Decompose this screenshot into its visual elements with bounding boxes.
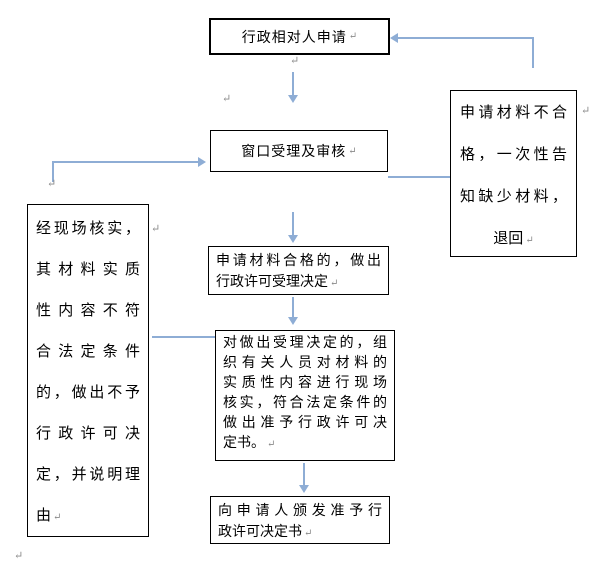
box-line: 申请材料合格的，做出 [216, 254, 381, 269]
box-return-materials: 申请材料不合 格，一次性告 知缺少材料， 退回↵ [450, 90, 577, 257]
arrow-stem [292, 212, 294, 237]
box-label: 行政相对人申请 [241, 30, 347, 46]
box-window-review: 窗口受理及审核↵ [210, 130, 388, 172]
box-line: 向申请人颁发准予行 [218, 504, 382, 519]
arrow-right-icon [198, 157, 206, 167]
box-line: 对做出受理决定的，组 [223, 336, 387, 351]
box-rejection-decision: 经现场核实， 其材料实质 性内容不符 合法定条件 的，做出不予 行政许可决 定，… [27, 204, 149, 537]
box-onsite-verification: 对做出受理决定的，组 织有关人员对材料的 实质性内容进行现场 核实，符合法定条件… [215, 330, 395, 461]
connector-stem [52, 161, 198, 163]
arrow-stem [292, 72, 294, 97]
box-line: 格，一次性告 [460, 147, 567, 163]
box-line: 政许可决定书↵ [218, 525, 313, 540]
paragraph-mark-icon: ↵ [47, 178, 57, 190]
paragraph-mark-icon: ↵ [53, 512, 62, 523]
box-line: 性内容不符 [36, 303, 140, 319]
arrow-down-icon [288, 95, 298, 103]
paragraph-mark-icon: ↵ [348, 31, 358, 42]
box-acceptance-decision: 申请材料合格的，做出 行政许可受理决定↵ [208, 246, 389, 295]
box-line: 做出准予行政许可决 [223, 416, 387, 431]
paragraph-mark-icon: ↵ [151, 223, 161, 235]
connector-stem [532, 37, 534, 68]
box-line: 申请材料不合 [460, 105, 567, 121]
paragraph-mark-icon: ↵ [222, 93, 232, 105]
box-line: 的，做出不予 [36, 385, 140, 401]
paragraph-mark-icon: ↵ [330, 278, 339, 289]
box-issue-certificate: 向申请人颁发准予行 政许可决定书↵ [210, 496, 390, 544]
connector-stem [398, 37, 534, 39]
box-line: 合法定条件 [36, 344, 140, 360]
box-line: 定书。↵ [223, 436, 276, 451]
box-applicant-application: 行政相对人申请↵ [209, 18, 390, 55]
box-line: 知缺少材料， [460, 189, 567, 205]
connector-stem [152, 336, 215, 338]
box-line: 退回↵ [493, 231, 534, 247]
box-line: 核实，符合法定条件的 [223, 396, 387, 411]
box-line: 行政许可决 [36, 426, 140, 442]
paragraph-mark-icon: ↵ [525, 235, 534, 246]
paragraph-mark-icon: ↵ [348, 145, 357, 157]
connector-stem [388, 176, 450, 178]
paragraph-mark-icon: ↵ [290, 55, 300, 67]
arrow-stem [303, 463, 305, 486]
arrow-left-icon [390, 33, 398, 43]
paragraph-mark-icon: ↵ [581, 105, 591, 117]
arrow-down-icon [299, 485, 309, 493]
paragraph-mark-icon: ↵ [304, 528, 313, 539]
connector-stem [52, 161, 54, 182]
box-label: 窗口受理及审核 [241, 145, 347, 160]
box-line: 实质性内容进行现场 [223, 376, 387, 391]
box-line: 行政许可受理决定↵ [216, 275, 339, 290]
box-line: 织有关人员对材料的 [223, 356, 387, 371]
paragraph-mark-icon: ↵ [267, 439, 276, 450]
paragraph-mark-icon: ↵ [14, 550, 24, 562]
box-line: 其材料实质 [36, 262, 140, 278]
arrow-stem [292, 297, 294, 318]
arrow-down-icon [288, 235, 298, 243]
box-line: 由↵ [36, 508, 62, 524]
arrow-down-icon [288, 317, 298, 325]
box-line: 经现场核实， [36, 221, 140, 237]
box-line: 定，并说明理 [36, 467, 140, 483]
